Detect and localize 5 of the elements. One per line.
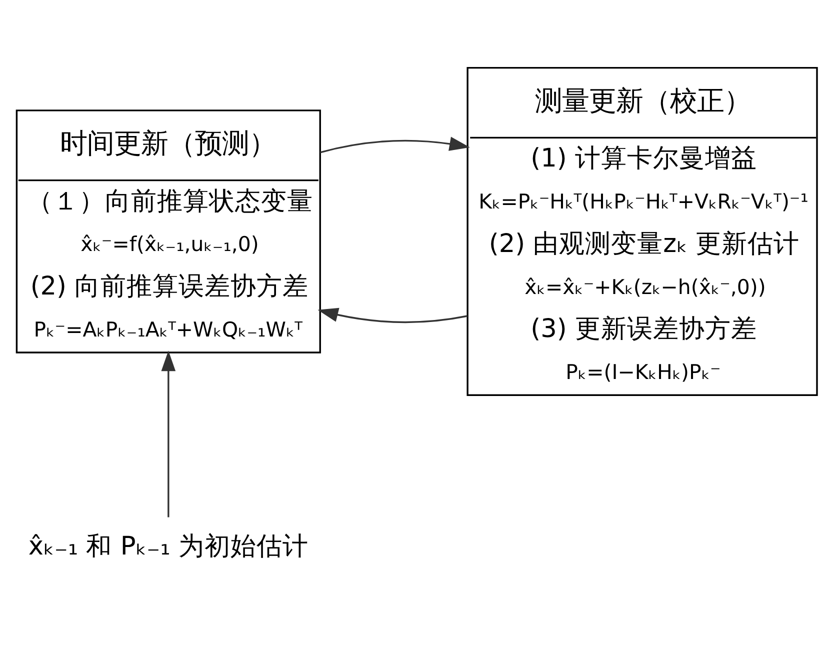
arrow — [320, 136, 470, 153]
arrow — [161, 350, 176, 517]
arrow — [318, 307, 468, 323]
node-box: 时间更新（预测） （１）向前推算状态变量 x̂ₖ⁻=f(x̂ₖ₋₁,uₖ₋₁,0) (2) 向前推算误差协方差 Pₖ⁻=AₖPₖ₋₁Aₖᵀ+WₖQₖ₋₁Wₖᵀ — [16, 109, 321, 353]
node-text: x̂ₖ₋₁ 和 Pₖ₋₁ 为初始估计 — [28, 530, 308, 561]
